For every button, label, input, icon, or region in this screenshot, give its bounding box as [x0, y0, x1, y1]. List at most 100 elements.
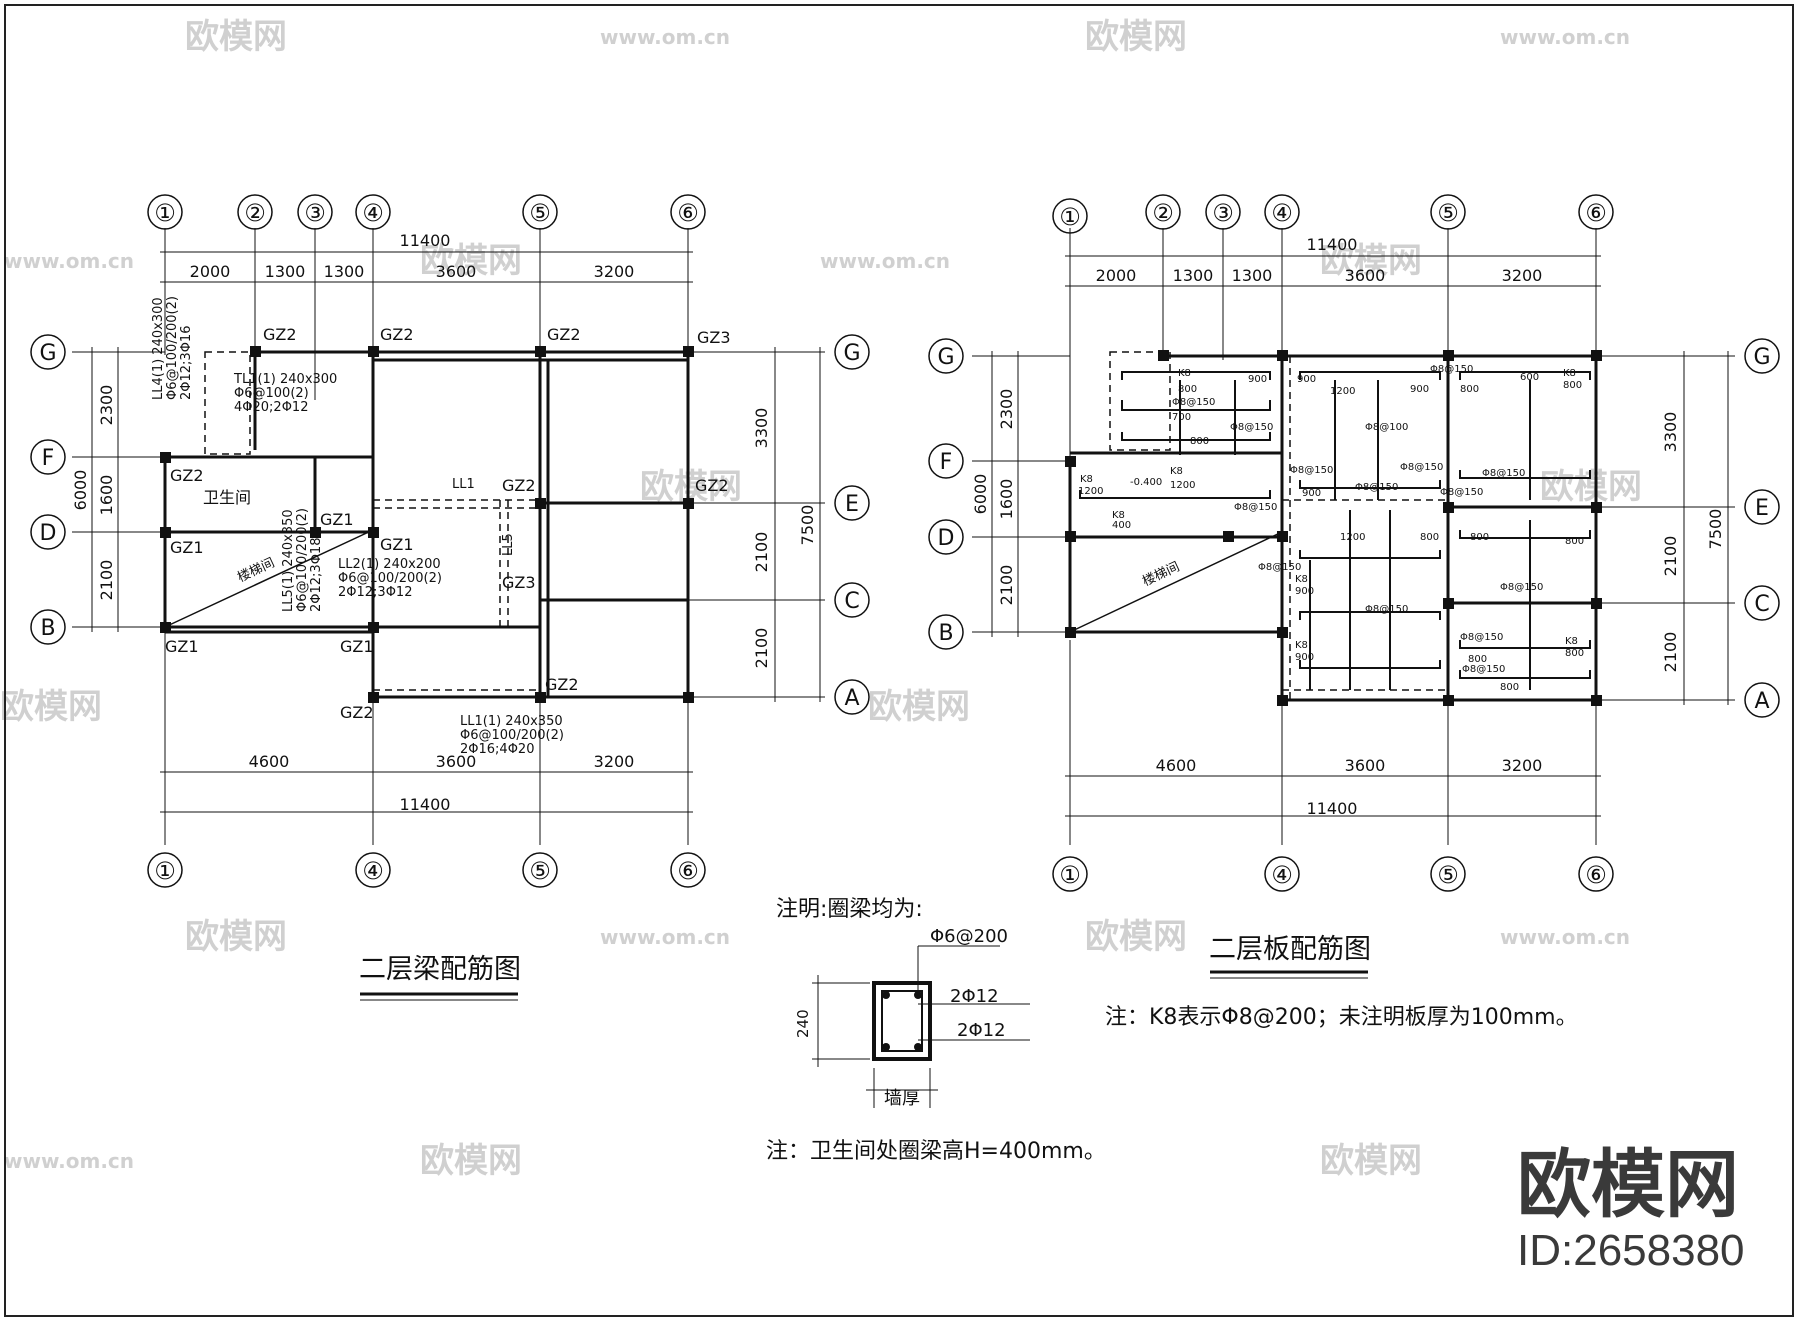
brand-id: ID:2658380 — [1517, 1226, 1745, 1275]
grid-lines — [972, 228, 1735, 845]
wall-lines — [1068, 354, 1598, 702]
rebar-label: Φ8@150 — [1365, 604, 1408, 615]
rebar-label: -0.400 — [1130, 477, 1162, 488]
rebar-label: Φ8@150 — [1440, 487, 1483, 498]
rebar-label: Φ8@150 — [1462, 664, 1505, 675]
watermark-text: 欧模网 — [1320, 1141, 1422, 1181]
stirrup — [881, 990, 923, 1052]
axis-label: F — [940, 450, 953, 475]
dimension-label: 1300 — [1232, 266, 1273, 285]
section-outline — [872, 981, 932, 1061]
dimension-label: 1300 — [265, 262, 306, 281]
watermark-text: 欧模网 — [185, 917, 287, 957]
rebar-label: K8 — [1295, 640, 1308, 651]
axis-label: G — [39, 341, 56, 366]
rebar-dot — [882, 1043, 890, 1051]
rebar-label: 900 — [1248, 374, 1267, 385]
dimension-label: 3600 — [1345, 266, 1386, 285]
beam-label: LL1 — [452, 477, 475, 492]
dimension-label: 3200 — [1502, 266, 1543, 285]
columns — [1065, 350, 1602, 706]
axis-label: ③ — [1212, 199, 1234, 227]
ring-beam-section: 注明:圈梁均为: Φ6@200 2Φ12 2Φ12 240 墙厚 注：卫生间处圈… — [766, 897, 1106, 1164]
rebar-label: 400 — [1112, 520, 1131, 531]
beam-label: LL5(1) 240x350 — [281, 509, 296, 612]
column-label: GZ2 — [380, 325, 414, 344]
rebar-label: K8 — [1080, 474, 1093, 485]
dimension-label: 2100 — [752, 628, 771, 669]
rebar-label: K8 — [1170, 466, 1183, 477]
column-label: GZ2 — [170, 466, 204, 485]
hidden-beams — [1109, 351, 1448, 700]
column-label: GZ1 — [165, 637, 199, 656]
beam-label: LL5 — [501, 533, 516, 556]
right-plan-title: 二层板配筋图 — [1209, 934, 1371, 965]
axis-label: ⑤ — [529, 857, 551, 885]
axis-label: E — [1755, 496, 1769, 521]
watermark-text: 欧模网 — [868, 687, 970, 727]
rebar-label: 1200 — [1330, 386, 1355, 397]
slab-reinforcement-plan — [928, 194, 1780, 892]
column-label: GZ1 — [380, 535, 414, 554]
stirrup-label: Φ6@200 — [930, 926, 1008, 947]
rebar-dot — [914, 1043, 922, 1051]
rebar-label: Φ8@150 — [1430, 364, 1473, 375]
dimension-label: 3200 — [594, 262, 635, 281]
axis-label: D — [938, 526, 955, 551]
axis-label: ⑥ — [1585, 861, 1607, 889]
dimension-label: 3600 — [1345, 756, 1386, 775]
section-footnote: 注：卫生间处圈梁高H=400mm。 — [766, 1139, 1106, 1164]
rebar-label: 700 — [1172, 412, 1191, 423]
axis-label: E — [845, 492, 859, 517]
stair-diagonal — [164, 529, 374, 628]
columns — [160, 346, 694, 703]
beam-label: 2Φ12;3Φ18 — [309, 538, 324, 612]
beam-label: 2Φ12;3Φ16 — [179, 326, 194, 400]
dimension-label: 2100 — [97, 560, 116, 601]
dimension-label: 6000 — [971, 474, 990, 515]
axis-label: ⑥ — [1585, 199, 1607, 227]
axis-label: ④ — [1271, 861, 1293, 889]
axis-label: ③ — [304, 199, 326, 227]
dimension-label: 11400 — [400, 795, 451, 814]
rebar-label: Φ8@150 — [1172, 397, 1215, 408]
beam-annotations: LL4(1) 240x300 Φ6@100/200(2) 2Φ12;3Φ16 T… — [151, 296, 564, 757]
axis-label: ⑤ — [529, 199, 551, 227]
beam-label: Φ6@100/200(2) — [460, 728, 564, 743]
rebar-label: 900 — [1295, 652, 1314, 663]
column-label: GZ2 — [547, 325, 581, 344]
column-labels: GZ2 GZ2 GZ2 GZ3 GZ2 GZ2 GZ1 GZ1 GZ1 GZ1 … — [165, 325, 731, 722]
slab-note: 注：K8表示Φ8@200；未注明板厚为100mm。 — [1105, 1005, 1578, 1030]
rebar-dot — [882, 991, 890, 999]
axis-label: ⑤ — [1437, 861, 1459, 889]
beam-label: LL2(1) 240x200 — [338, 557, 441, 572]
beam-label: Φ6@100(2) — [234, 386, 309, 401]
watermark-text: 欧模网 — [1320, 241, 1422, 281]
beam-label: 2Φ12;3Φ12 — [338, 585, 412, 600]
rebar-lines — [1079, 371, 1591, 690]
hidden-beams — [204, 351, 540, 691]
left-plan-title: 二层梁配筋图 — [359, 954, 521, 985]
room-label: 楼梯间 — [1140, 560, 1182, 590]
beam-label: LL1(1) 240x350 — [460, 714, 563, 729]
axis-label: G — [937, 345, 954, 370]
axis-label: ① — [154, 857, 176, 885]
watermark-url: www.om.cn — [1500, 25, 1630, 49]
watermark-url: www.om.cn — [1500, 925, 1630, 949]
axis-label: ① — [154, 199, 176, 227]
rebar-label: K8 — [1295, 574, 1308, 585]
height-label: 240 — [794, 1009, 812, 1038]
beam-label: 2Φ16;4Φ20 — [460, 742, 534, 757]
watermark-text: 欧模网 — [420, 241, 522, 281]
watermark-url: www.om.cn — [4, 1149, 134, 1173]
rebar-label: K8 — [1112, 510, 1125, 521]
stair-diagonal — [1069, 531, 1283, 633]
rebar-label: Φ8@150 — [1234, 502, 1277, 513]
axis-label: ① — [1059, 861, 1081, 889]
rebar-label: K8 — [1178, 368, 1191, 379]
rebar-label: 800 — [1460, 384, 1479, 395]
rebar-label: 800 — [1178, 384, 1197, 395]
axis-label: ⑥ — [677, 857, 699, 885]
watermark-layer: 欧模网 www.om.cn 欧模网 www.om.cn www.om.cn 欧模… — [0, 17, 1642, 1181]
